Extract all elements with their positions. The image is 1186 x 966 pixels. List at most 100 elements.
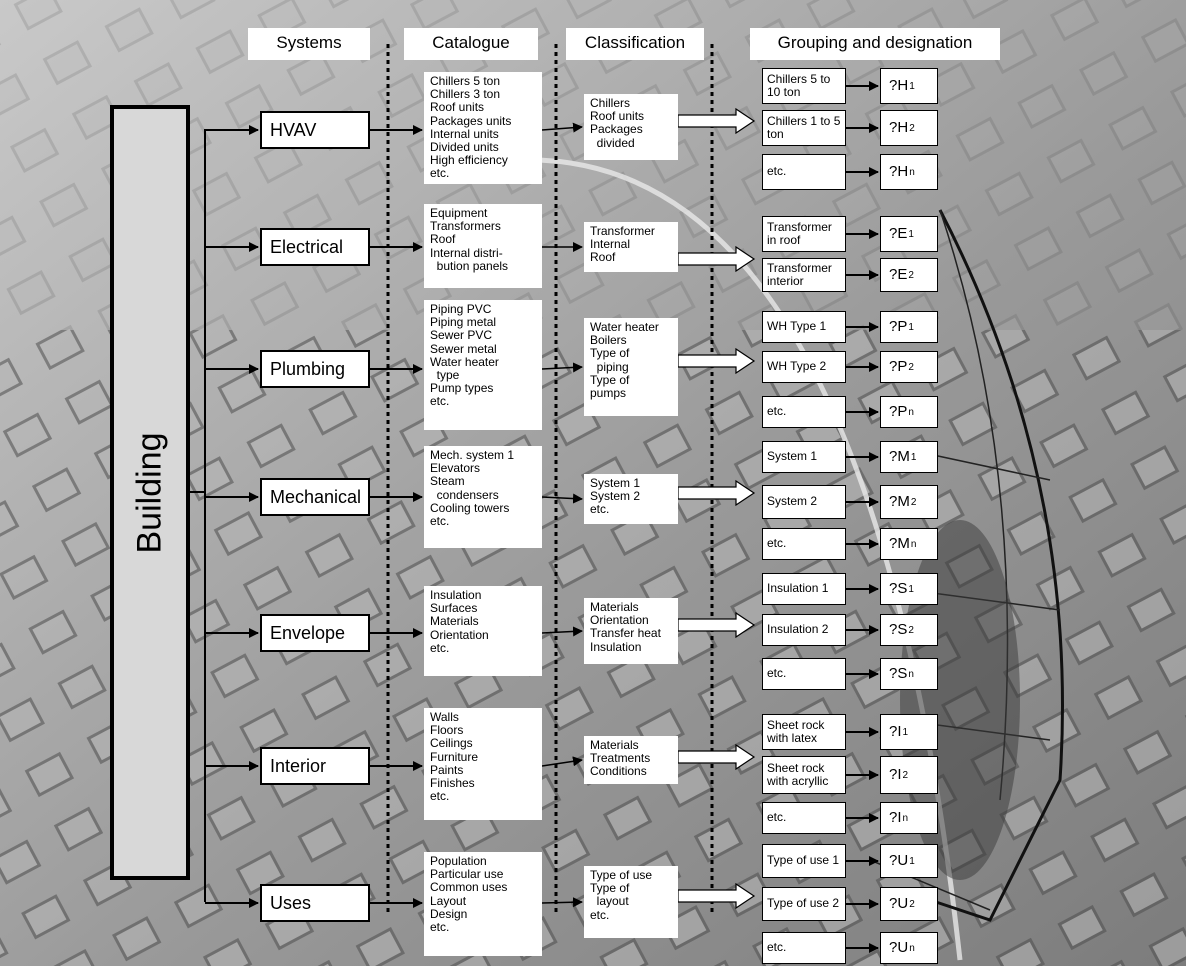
classification-item: layout [590, 894, 629, 909]
catalogue-item: Furniture [430, 749, 479, 764]
classification-item: Type of [590, 881, 630, 896]
header-systems: Systems [248, 28, 370, 60]
catalogue-item: Pump types [430, 381, 494, 396]
classification-item: divided [590, 135, 635, 150]
designation-prefix: ? [889, 765, 898, 783]
classification-item: Transfer heat [590, 626, 661, 641]
designation-prefix: ? [889, 938, 898, 956]
catalogue-item: etc. [430, 919, 450, 934]
classification-item: Conditions [590, 764, 647, 779]
catalogue-item: Surfaces [430, 601, 478, 616]
catalogue-item: Roof [430, 232, 456, 247]
catalogue-item: Equipment [430, 206, 488, 220]
group-uses-3: etc. [762, 932, 846, 964]
designation-subscript: 1 [908, 583, 914, 595]
group-uses-1: Type of use 1 [762, 844, 846, 878]
header-grouping: Grouping and designation [750, 28, 1000, 60]
group-interior-3: etc. [762, 802, 846, 834]
catalogue-item: etc. [430, 394, 450, 409]
catalogue-item: Sewer PVC [430, 328, 493, 343]
classification-to-grouping-arrow [677, 245, 756, 273]
classification-item: Insulation [590, 639, 642, 654]
designation-prefix: ? [889, 76, 898, 94]
catalogue-item: etc. [430, 789, 450, 804]
designation-letter: M [897, 534, 910, 552]
catalogue-item: High efficiency [430, 153, 508, 168]
designation-subscript: n [909, 166, 915, 178]
designation-subscript: 1 [902, 726, 909, 738]
designation-subscript: 2 [910, 496, 917, 508]
designation-prefix: ? [889, 447, 898, 465]
catalogue-item: Design [430, 906, 468, 921]
designation-prefix: ? [889, 317, 898, 335]
classification-item: Packages [590, 122, 643, 137]
classification-item: Treatments [590, 751, 651, 766]
designation-prefix: ? [889, 162, 898, 180]
designation-letter: M [897, 447, 910, 465]
catalogue-item: type [430, 367, 460, 382]
catalogue-item: Sewer metal [430, 341, 497, 356]
catalogue-item: Roof units [430, 100, 485, 115]
group-electrical-2: Transformer interior [762, 258, 846, 292]
catalogue-to-classification-arrow [541, 756, 583, 767]
classification-item: pumps [590, 385, 627, 400]
designation-prefix: ? [889, 579, 898, 597]
designation-prefix: ? [889, 722, 898, 740]
header-classification: Classification [566, 28, 704, 60]
building-label: Building [130, 432, 169, 553]
designation-letter: I [897, 808, 902, 826]
group-plumbing-1: WH Type 1 [762, 311, 846, 343]
classification-to-grouping-arrow [677, 107, 756, 135]
catalogue-item: Piping PVC [430, 302, 492, 316]
catalogue-item: bution panels [430, 258, 509, 273]
catalogue-item: Cooling towers [430, 500, 510, 515]
designation-letter: E [897, 265, 908, 283]
classification-item: Roof units [590, 109, 645, 124]
designation-letter: S [897, 664, 908, 682]
catalogue-item: Internal distri- [430, 245, 503, 260]
group-envelope-2: Insulation 2 [762, 614, 846, 646]
group-envelope-3: etc. [762, 658, 846, 690]
catalogue-item: Ceilings [430, 736, 473, 751]
catalogue-item: Divided units [430, 139, 499, 154]
designation-letter: H [897, 162, 909, 180]
designation-subscript: 1 [909, 80, 915, 92]
catalogue-to-classification-arrow [541, 626, 583, 637]
designation-prefix: ? [889, 534, 898, 552]
catalogue-item: Floors [430, 723, 464, 738]
catalogue-item: Common uses [430, 880, 508, 895]
classification-item: Roof [590, 250, 616, 265]
designation-letter: P [897, 402, 908, 420]
building-box: Building [110, 105, 190, 880]
connectors [190, 44, 879, 953]
classification-item: etc. [590, 907, 610, 922]
system-hvav: HVAV [260, 111, 370, 149]
designation-prefix: ? [889, 357, 898, 375]
designation-letter: U [897, 938, 909, 956]
designation-subscript: n [909, 942, 915, 954]
classification-to-grouping-arrow [677, 347, 756, 375]
designation-letter: P [897, 357, 908, 375]
system-electrical: Electrical [260, 228, 370, 266]
designation-subscript: 2 [908, 269, 914, 281]
designation-subscript: n [908, 668, 914, 680]
designation-subscript: n [908, 406, 914, 418]
classification-item: Chillers [590, 96, 631, 110]
group-interior-2: Sheet rock with acryllic [762, 756, 846, 794]
classification-to-grouping-arrow [677, 743, 756, 771]
